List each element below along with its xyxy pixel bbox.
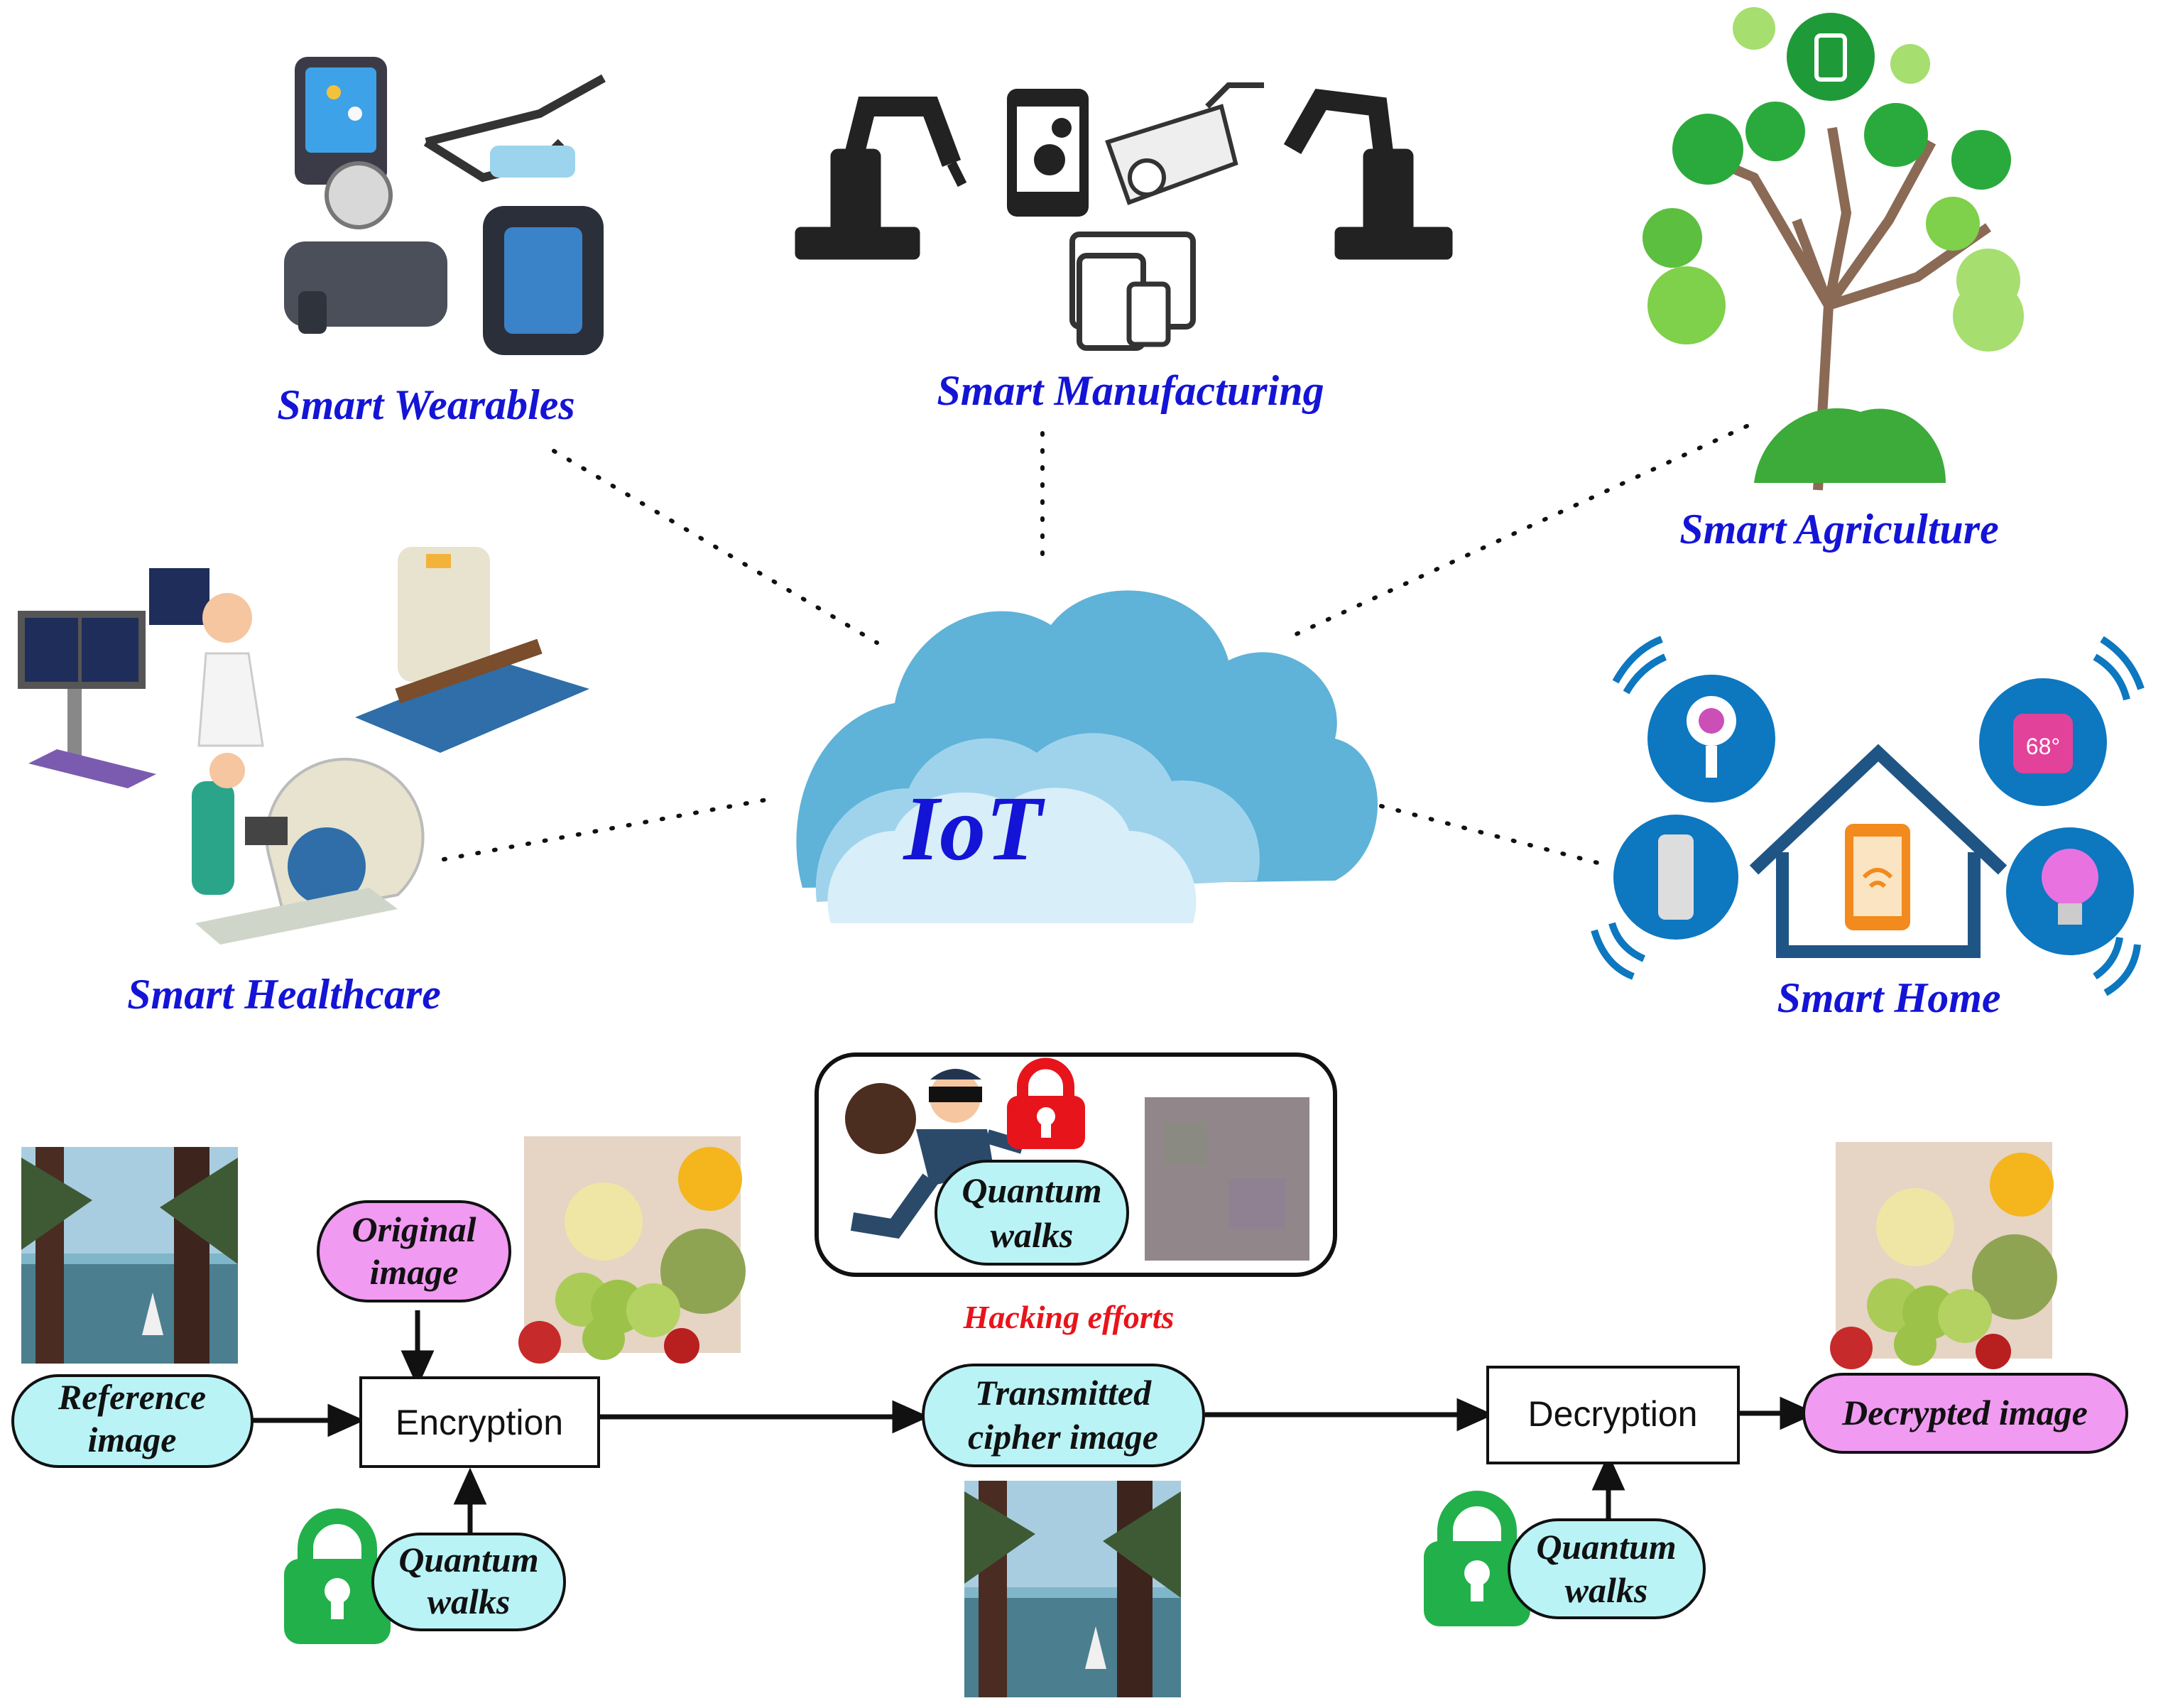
connector-home bbox=[1379, 804, 1600, 865]
manufacturing-illustration: Smart Manufacturing bbox=[795, 82, 1453, 414]
agri-sprout-icon bbox=[1745, 102, 1805, 161]
signal-waves-br bbox=[2093, 937, 2141, 996]
agri-tractor-icon bbox=[1643, 208, 1702, 268]
signal-waves-bl bbox=[1591, 922, 1646, 980]
encryption-key-group: Quantum walks bbox=[284, 1508, 566, 1644]
wearables-label: Smart Wearables bbox=[277, 381, 575, 428]
connector-wearables bbox=[552, 449, 879, 645]
svg-text:Reference: Reference bbox=[58, 1377, 206, 1417]
svg-text:Decrypted image: Decrypted image bbox=[1841, 1393, 2088, 1432]
agri-signal-icon bbox=[1951, 130, 2011, 190]
decrypted-image-thumb bbox=[1830, 1142, 2057, 1369]
robot-arm-right-icon bbox=[1283, 88, 1453, 260]
agri-wifi-icon bbox=[1672, 114, 1743, 185]
svg-text:walks: walks bbox=[991, 1215, 1074, 1255]
svg-text:Quantum: Quantum bbox=[962, 1170, 1101, 1210]
robot-arm-left-icon bbox=[795, 97, 967, 260]
signal-waves-tr bbox=[2093, 636, 2145, 701]
smartphone-gears-icon bbox=[1007, 89, 1089, 217]
thermostat-readout: 68° bbox=[2026, 734, 2060, 759]
cipher-noise-image bbox=[1145, 1097, 1309, 1261]
attack-key-pill bbox=[935, 1160, 1129, 1266]
healthcare-illustration: Smart Healthcare bbox=[18, 547, 589, 1018]
transmitted-pill: Transmitted cipher image bbox=[922, 1364, 1205, 1467]
hacking-caption: Hacking efforts bbox=[963, 1299, 1175, 1335]
svg-text:image: image bbox=[88, 1420, 177, 1459]
reference-image-pill: Reference image bbox=[11, 1374, 254, 1468]
ct-scanner-icon bbox=[355, 547, 589, 753]
agriculture-label: Smart Agriculture bbox=[1679, 506, 1999, 553]
pipeline-arrows bbox=[252, 1310, 1817, 1534]
doctor-icon bbox=[197, 593, 264, 747]
agri-thermo-icon bbox=[1926, 197, 1980, 251]
agri-drop-icon bbox=[1864, 103, 1928, 167]
reference-image-thumb bbox=[21, 1147, 238, 1364]
svg-text:Transmitted: Transmitted bbox=[975, 1373, 1152, 1413]
xray-monitor-icon bbox=[18, 568, 209, 788]
hacking-panel: Quantum walks bbox=[815, 1052, 1337, 1277]
encryption-key-pill bbox=[371, 1533, 566, 1631]
red-lock-icon bbox=[1007, 1057, 1085, 1149]
transmitted-image-thumb bbox=[964, 1481, 1181, 1697]
healthcare-label: Smart Healthcare bbox=[127, 971, 441, 1018]
home-wifi-icon bbox=[1862, 868, 1893, 888]
decryption-key-group: Quantum walks bbox=[1424, 1491, 1706, 1626]
devices-icon bbox=[1069, 232, 1196, 351]
decryption-key-pill bbox=[1508, 1518, 1706, 1619]
manufacturing-label: Smart Manufacturing bbox=[937, 367, 1324, 414]
home-house-icon bbox=[1749, 744, 2008, 958]
iot-label: IoT bbox=[903, 778, 1046, 880]
security-camera-icon bbox=[1105, 82, 1264, 205]
tree-ground bbox=[1754, 408, 1946, 483]
svg-text:image: image bbox=[370, 1252, 459, 1292]
agri-mobile-icon bbox=[1787, 13, 1875, 101]
original-image-pill: Original image bbox=[317, 1200, 511, 1302]
home-label: Smart Home bbox=[1777, 974, 2000, 1021]
mri-machine-icon bbox=[192, 753, 425, 945]
signal-waves-tl bbox=[1612, 636, 1667, 695]
svg-text:Quantum: Quantum bbox=[398, 1540, 538, 1579]
svg-text:cipher image: cipher image bbox=[968, 1417, 1158, 1457]
svg-text:Original: Original bbox=[352, 1209, 476, 1249]
wearables-illustration: Smart Wearables bbox=[277, 57, 606, 428]
tree-trunk bbox=[1702, 126, 1992, 491]
decryption-box: Decryption bbox=[1486, 1366, 1740, 1464]
connector-healthcare bbox=[442, 797, 773, 861]
connector-agriculture bbox=[1283, 424, 1749, 641]
watch-dial-icon bbox=[325, 161, 393, 229]
svg-text:Quantum: Quantum bbox=[1536, 1527, 1676, 1567]
connectors bbox=[442, 424, 1749, 865]
green-lock-icon bbox=[284, 1508, 391, 1644]
home-illustration: 68° Smart Home bbox=[1591, 636, 2145, 1021]
agriculture-illustration: Smart Agriculture bbox=[1643, 7, 2024, 553]
green-lock-icon bbox=[1424, 1491, 1530, 1626]
encryption-box: Encryption bbox=[359, 1376, 600, 1468]
svg-text:walks: walks bbox=[1565, 1570, 1648, 1610]
cloud-front bbox=[827, 788, 1197, 923]
svg-text:Decryption: Decryption bbox=[1528, 1394, 1698, 1434]
svg-text:walks: walks bbox=[427, 1582, 511, 1621]
iot-cloud: IoT bbox=[796, 590, 1378, 923]
svg-text:Encryption: Encryption bbox=[396, 1403, 563, 1442]
original-image-thumb bbox=[518, 1136, 746, 1364]
decrypted-image-pill: Decrypted image bbox=[1802, 1373, 2128, 1454]
